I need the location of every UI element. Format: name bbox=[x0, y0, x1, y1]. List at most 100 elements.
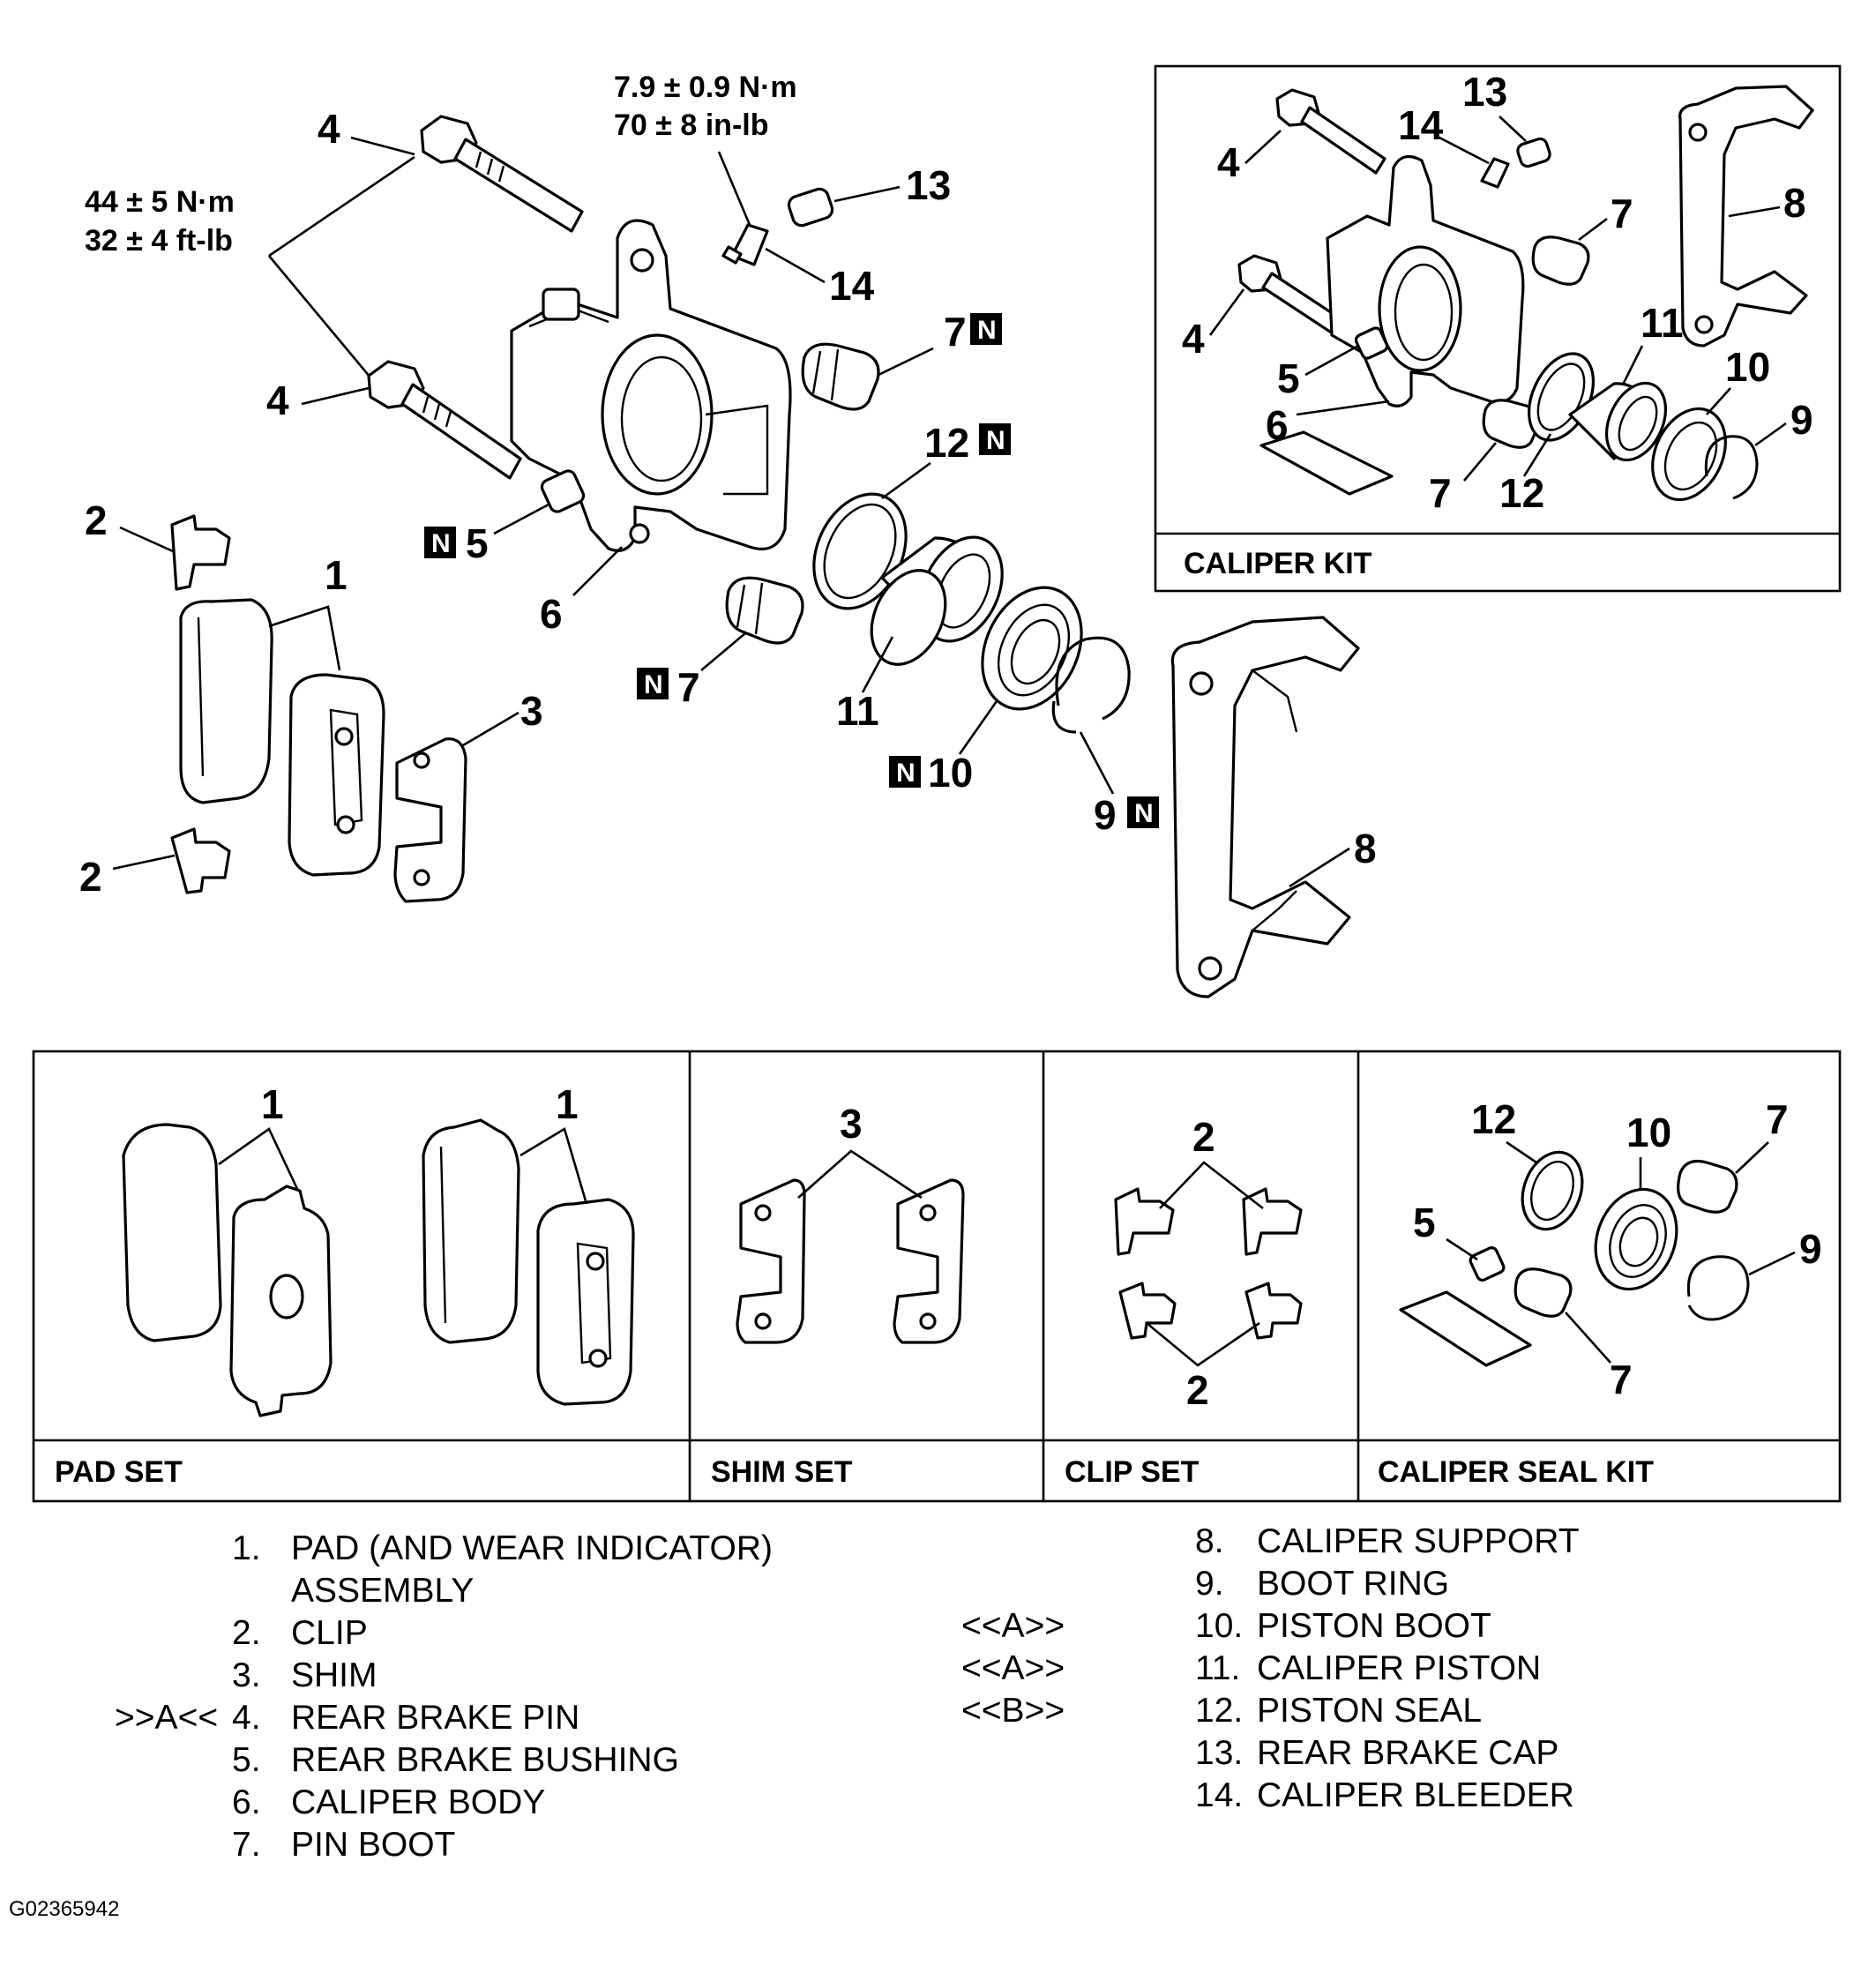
n-badge-10 bbox=[889, 756, 921, 788]
kit-callout-4-upper: 4 bbox=[1217, 139, 1240, 185]
legend-text-2: CLIP bbox=[291, 1614, 368, 1652]
legend-text-13: REAR BRAKE CAP bbox=[1257, 1734, 1558, 1772]
caliper-support bbox=[1170, 616, 1360, 998]
kit-callout-10: 10 bbox=[1725, 344, 1770, 390]
rear-brake-pin-upper bbox=[420, 115, 584, 233]
legend-text-7: PIN BOOT bbox=[291, 1826, 455, 1864]
legend-num-2: 2. bbox=[232, 1614, 261, 1652]
pin-torque-nm: 44 ± 5 N·m bbox=[85, 185, 235, 219]
legend-text-5: REAR BRAKE BUSHING bbox=[291, 1741, 679, 1779]
caliper-kit-box: CALIPER KIT 4 4 6 5 14 13 7 bbox=[1154, 64, 1842, 593]
pin-torque-ftlb: 32 ± 4 ft-lb bbox=[85, 224, 233, 258]
pad-set-pads bbox=[122, 1118, 635, 1417]
legend-text-9: BOOT RING bbox=[1257, 1565, 1449, 1603]
n-badge-5 bbox=[424, 527, 456, 558]
caliper-body bbox=[510, 219, 792, 552]
kit-callout-13: 13 bbox=[1462, 69, 1507, 115]
callout-1: 1 bbox=[325, 552, 348, 598]
shim-set-callout-3: 3 bbox=[840, 1101, 863, 1147]
kit-callout-4-lower: 4 bbox=[1182, 316, 1205, 362]
torque-leader-lower bbox=[268, 255, 371, 378]
legend-num-10: 10. bbox=[1195, 1607, 1243, 1645]
legend-num-12: 12. bbox=[1195, 1692, 1243, 1730]
seal-kit-callout-9: 9 bbox=[1799, 1226, 1822, 1272]
n-badge-12 bbox=[979, 423, 1011, 455]
legend-num-11: 11. bbox=[1195, 1649, 1240, 1687]
n-badge-9 bbox=[1127, 796, 1159, 828]
svg-text:N: N bbox=[1134, 799, 1154, 828]
shim-set-shims bbox=[736, 1178, 965, 1344]
callout-7-upper: 7 bbox=[944, 309, 967, 355]
clip-set-clips bbox=[1114, 1187, 1303, 1340]
callout-2-upper: 2 bbox=[85, 497, 108, 543]
legend-text-1: PAD (AND WEAR INDICATOR) bbox=[291, 1529, 773, 1567]
figure-id: G02365942 bbox=[9, 1897, 119, 1921]
pad-set-callout-1b: 1 bbox=[556, 1081, 579, 1127]
legend-text-3: SHIM bbox=[291, 1656, 377, 1694]
clip-set-callout-2-bottom: 2 bbox=[1186, 1367, 1209, 1413]
clip-lower bbox=[170, 827, 231, 894]
pad-set-callout-1a: 1 bbox=[261, 1081, 284, 1127]
kit-callout-7-lower: 7 bbox=[1429, 470, 1452, 516]
legend-text-8: CALIPER SUPPORT bbox=[1257, 1522, 1580, 1560]
callout-4-upper: 4 bbox=[318, 106, 340, 152]
rear-brake-pin-lower bbox=[367, 360, 522, 480]
legend-text-10: PISTON BOOT bbox=[1257, 1607, 1491, 1645]
legend: 1. PAD (AND WEAR INDICATOR) ASSEMBLY 2. … bbox=[115, 1522, 1580, 1864]
legend-note-10: <<A>> bbox=[961, 1607, 1065, 1645]
shim bbox=[393, 737, 467, 903]
bleeder-torque-nm: 7.9 ± 0.9 N·m bbox=[614, 71, 797, 104]
boot-ring bbox=[1051, 636, 1131, 734]
caliper-seal-kit-label: CALIPER SEAL KIT bbox=[1378, 1455, 1654, 1489]
pad-assembly bbox=[179, 598, 385, 877]
shim-set-label: SHIM SET bbox=[711, 1455, 853, 1489]
legend-num-1: 1. bbox=[232, 1529, 261, 1567]
torque-leader-upper bbox=[268, 155, 415, 258]
legend-note-11: <<A>> bbox=[961, 1649, 1065, 1687]
legend-text-11: CALIPER PISTON bbox=[1257, 1649, 1541, 1687]
seal-kit-parts bbox=[1399, 1150, 1750, 1367]
caliper-bleeder bbox=[721, 223, 769, 266]
n-badge-7-lower bbox=[637, 668, 669, 699]
seal-kit-callout-12: 12 bbox=[1471, 1096, 1516, 1142]
svg-text:N: N bbox=[896, 759, 916, 788]
legend-text-4: REAR BRAKE PIN bbox=[291, 1699, 579, 1737]
callout-12: 12 bbox=[924, 420, 969, 466]
seal-kit-callout-10: 10 bbox=[1626, 1110, 1671, 1155]
legend-num-5: 5. bbox=[232, 1741, 261, 1779]
clip-set-label: CLIP SET bbox=[1065, 1455, 1200, 1489]
callout-6: 6 bbox=[540, 591, 563, 637]
caliper-kit-label: CALIPER KIT bbox=[1184, 547, 1372, 580]
seal-kit-callout-5: 5 bbox=[1413, 1200, 1436, 1245]
svg-text:N: N bbox=[977, 316, 997, 345]
clip-set-callout-2-top: 2 bbox=[1192, 1114, 1215, 1160]
legend-num-6: 6. bbox=[232, 1783, 261, 1821]
legend-num-13: 13. bbox=[1195, 1734, 1243, 1772]
callout-9: 9 bbox=[1094, 792, 1117, 838]
seal-kit-callout-7-bottom: 7 bbox=[1610, 1357, 1633, 1402]
legend-text-12: PISTON SEAL bbox=[1257, 1692, 1482, 1730]
callout-2-lower: 2 bbox=[79, 854, 102, 900]
callout-4-lower: 4 bbox=[266, 378, 289, 423]
legend-num-3: 3. bbox=[232, 1656, 261, 1694]
kit-callout-9: 9 bbox=[1790, 397, 1813, 443]
kit-callout-8: 8 bbox=[1783, 180, 1806, 226]
pad-set-label: PAD SET bbox=[55, 1455, 183, 1489]
kit-callout-14: 14 bbox=[1398, 102, 1444, 148]
legend-note-4: >>A<< bbox=[115, 1699, 218, 1737]
callout-8: 8 bbox=[1354, 826, 1377, 871]
callout-13: 13 bbox=[906, 162, 951, 208]
seal-kit-callout-7-top: 7 bbox=[1766, 1096, 1789, 1142]
callout-7-lower: 7 bbox=[677, 664, 700, 710]
n-badge-7-upper bbox=[970, 313, 1002, 345]
kit-callout-12: 12 bbox=[1499, 470, 1544, 516]
kit-callout-5: 5 bbox=[1277, 355, 1300, 401]
callout-5: 5 bbox=[466, 520, 489, 566]
kit-callout-11: 11 bbox=[1641, 300, 1684, 346]
pin-boot-upper bbox=[801, 342, 880, 411]
legend-num-9: 9. bbox=[1195, 1565, 1224, 1603]
svg-text:N: N bbox=[431, 529, 451, 558]
rear-brake-cap bbox=[787, 187, 834, 228]
pin-boot-lower bbox=[725, 576, 804, 645]
